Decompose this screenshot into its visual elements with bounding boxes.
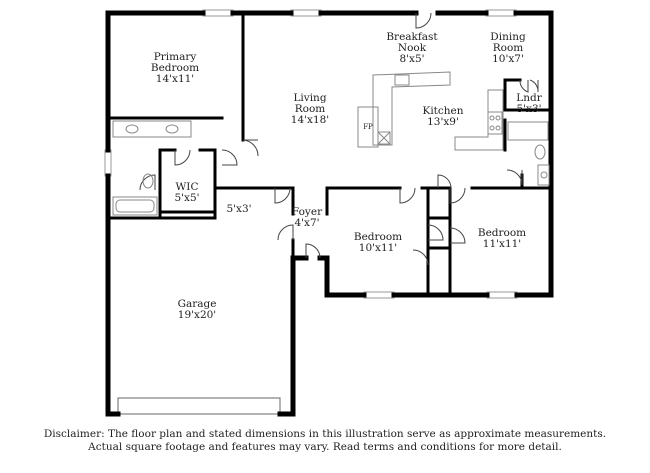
door-primary-bedroom (242, 139, 259, 157)
wic-label: WIC (176, 181, 199, 193)
garage-label: Garage (178, 298, 217, 310)
kitchen-dims: 13'x9' (427, 116, 459, 128)
sink-kitchen-icon (394, 74, 410, 86)
living-room-label-1: Living (293, 92, 326, 104)
laundry-dims: 5'x3' (516, 103, 541, 115)
door-wic (174, 149, 191, 166)
bath-2-toilet-icon (534, 144, 546, 160)
bathtub-icon (112, 196, 158, 216)
door-breakfast-exterior (415, 12, 432, 29)
door-utility (506, 169, 523, 186)
window-bedroom-2 (363, 291, 395, 299)
kitchen-counter-right (454, 89, 504, 151)
interior-walls (106, 11, 553, 297)
window-living-room (290, 9, 322, 17)
sink-2-icon (165, 124, 179, 134)
foyer-label: Foyer (292, 206, 323, 218)
breakfast-nook-dims: 8'x5' (399, 53, 424, 65)
door-laundry-1 (519, 79, 529, 93)
sink-1-icon (125, 124, 139, 134)
door-bedroom-3-closet (449, 227, 466, 244)
door-hall-kitchen (437, 174, 452, 189)
vanity (112, 120, 192, 138)
living-room-label-2: Room (295, 103, 326, 115)
primary-bedroom-label-1: Primary (154, 51, 197, 63)
room-labels: Primary Bedroom 14'x11' Living Room 14'x… (151, 31, 543, 321)
wic-dims: 5'x5' (174, 192, 199, 204)
hall-dims: 5'x3' (226, 203, 251, 215)
garage-door (117, 397, 281, 415)
window-bath (104, 149, 112, 177)
shower-icon (507, 121, 549, 141)
primary-bedroom-dims: 14'x11' (156, 73, 194, 85)
breakfast-nook-label-2: Nook (398, 42, 427, 54)
bedroom-3-label: Bedroom (478, 227, 526, 239)
door-bedroom-3 (449, 187, 466, 204)
dining-room-dims: 10'x7' (492, 53, 524, 65)
window-primary-bedroom (202, 9, 234, 17)
bedroom-2-dims: 10'x11' (359, 242, 397, 254)
fireplace (357, 106, 379, 148)
window-bedroom-3 (486, 291, 518, 299)
door-front-entry (305, 243, 321, 259)
disclaimer-line-2: Actual square footage and features may v… (88, 441, 562, 453)
bedroom-2-label: Bedroom (354, 231, 402, 243)
laundry-label: Lndr (516, 92, 542, 104)
living-room-dims: 14'x18' (291, 114, 329, 126)
door-laundry-2 (529, 79, 539, 93)
door-foyer-closet (274, 187, 291, 204)
door-hall (221, 149, 238, 166)
kitchen-label: Kitchen (422, 105, 463, 117)
kitchen-counter-left (372, 71, 451, 146)
dining-room-label-2: Room (493, 42, 524, 54)
breakfast-nook-label-1: Breakfast (386, 31, 438, 43)
doors (139, 12, 539, 266)
door-foyer-inner (277, 224, 294, 241)
fireplace-label: FP (363, 123, 373, 131)
garage-dims: 19'x20' (178, 309, 216, 321)
door-bedroom-2 (399, 187, 416, 204)
bathtub-inner (115, 199, 155, 213)
door-closet-3 (412, 249, 429, 266)
stove-icon (487, 111, 503, 135)
foyer-dims: 4'x7' (294, 217, 319, 229)
primary-bedroom-label-2: Bedroom (151, 62, 199, 74)
toilet-icon (142, 173, 154, 189)
door-bath (139, 174, 156, 191)
bath-2-sink-icon (537, 164, 550, 186)
dining-room-label-1: Dining (490, 31, 526, 43)
disclaimer-line-1: Disclaimer: The floor plan and stated di… (43, 428, 607, 440)
window-dining-room (485, 9, 517, 17)
door-closet-2 (427, 224, 444, 241)
bedroom-3-dims: 11'x11' (483, 238, 521, 250)
fixtures (112, 71, 550, 216)
